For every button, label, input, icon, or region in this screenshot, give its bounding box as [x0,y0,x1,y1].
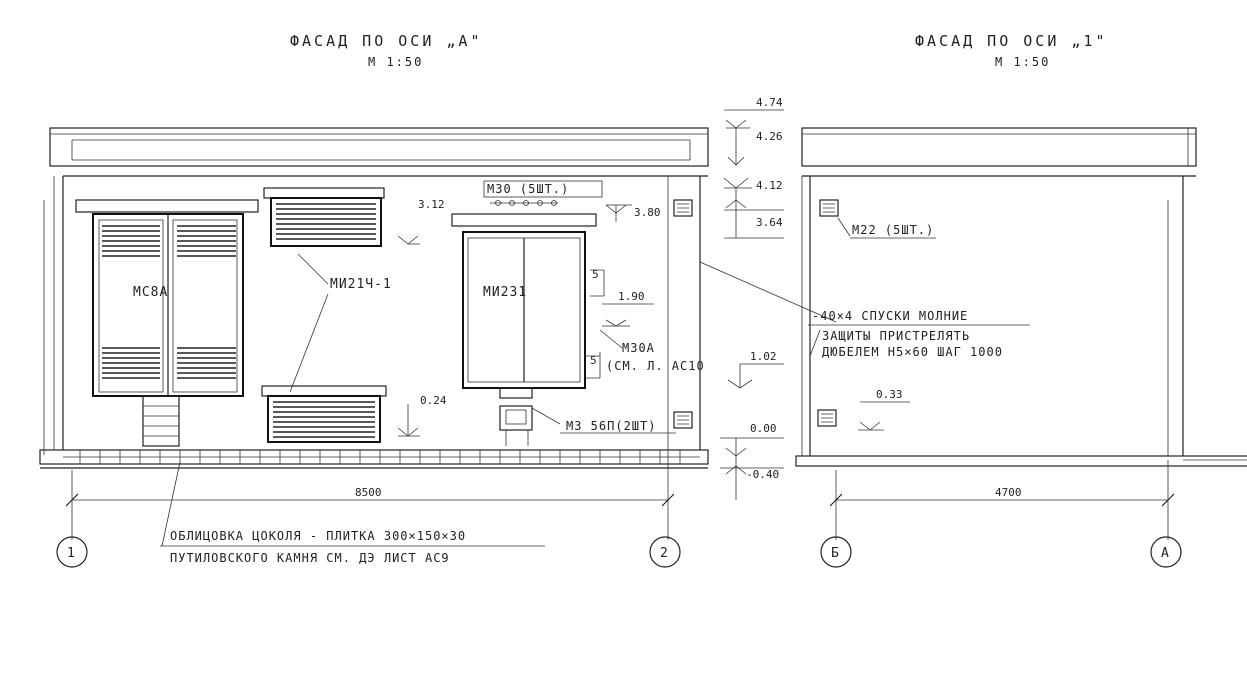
right-vent-label: М22 (5ШТ.) [852,223,934,237]
door-label: МС8А [133,285,168,300]
lightning-note: -40×4 СПУСКИ МОЛНИЕ ЗАЩИТЫ ПРИСТРЕЛЯТЬ Д… [699,261,1030,359]
axis-bubble-a: А [1150,536,1182,568]
level-040: -0.40 [746,468,779,481]
spacing-top: 5 [592,268,599,281]
right-view-title: ФАСАД ПО ОСИ „1" [915,32,1108,50]
level-380: 3.80 [634,206,661,219]
left-view-title: ФАСАД ПО ОСИ „А" [290,32,483,50]
window-large-label: МИ231 [483,285,527,300]
level-312: 3.12 [418,198,445,211]
plinth-note-line2: ПУТИЛОВСКОГО КАМНЯ СМ. ДЭ ЛИСТ АС9 [170,551,450,565]
axis-bubble-b: Б [820,536,852,568]
svg-text:2: 2 [660,546,669,561]
level-364: 3.64 [756,216,783,229]
level-190: 1.90 [618,290,645,303]
axis-bubble-1: 1 [56,536,88,568]
svg-text:1: 1 [67,546,76,561]
lightning-note-line2: ЗАЩИТЫ ПРИСТРЕЛЯТЬ [822,329,970,343]
level-000: 0.00 [750,422,777,435]
right-width-dimension: 4700 [829,460,1175,540]
level-102: 1.02 [750,350,777,363]
right-level: 0.33 [876,388,903,401]
svg-text:Б: Б [831,546,840,561]
vent-bottom-label: М3 56П(2ШТ) [566,419,656,433]
plinth-note: ОБЛИЦОВКА ЦОКОЛЯ - ПЛИТКА 300×150×30 ПУТ… [160,461,545,565]
right-view-scale: М 1:50 [995,55,1050,69]
level-412: 4.12 [756,179,783,192]
plinth-note-line1: ОБЛИЦОВКА ЦОКОЛЯ - ПЛИТКА 300×150×30 [170,529,466,543]
level-474: 4.74 [756,96,783,109]
svg-text:А: А [1161,546,1170,561]
left-width-dimension: 8500 [65,176,675,540]
right-width-value: 4700 [995,486,1022,499]
left-view-scale: М 1:50 [368,55,423,69]
axis-bubble-2: 2 [649,536,681,568]
level-column: 4.74 4.26 4.12 3.64 1.02 0.00 -0.40 [720,96,784,500]
lightning-note-line3: ДЮБЕЛЕМ Н5×60 ШАГ 1000 [822,345,1003,359]
wall-mark-label: М30А [622,341,655,355]
right-facade: М22 (5ШТ.) 0.33 [795,127,1247,467]
level-426: 4.26 [756,130,783,143]
left-width-value: 8500 [355,486,382,499]
left-facade: МС8А МИ21Ч-1 МИ231 М30 (5ШТ.) [39,127,709,469]
wall-ref-label: (СМ. Л. АС10 [606,359,705,373]
downpipe-label: М30 (5ШТ.) [487,182,569,196]
window-small-label: МИ21Ч-1 [330,277,392,292]
spacing-bottom: 5 [590,354,597,367]
level-024: 0.24 [420,394,447,407]
lightning-note-line1: -40×4 СПУСКИ МОЛНИЕ [812,309,968,323]
